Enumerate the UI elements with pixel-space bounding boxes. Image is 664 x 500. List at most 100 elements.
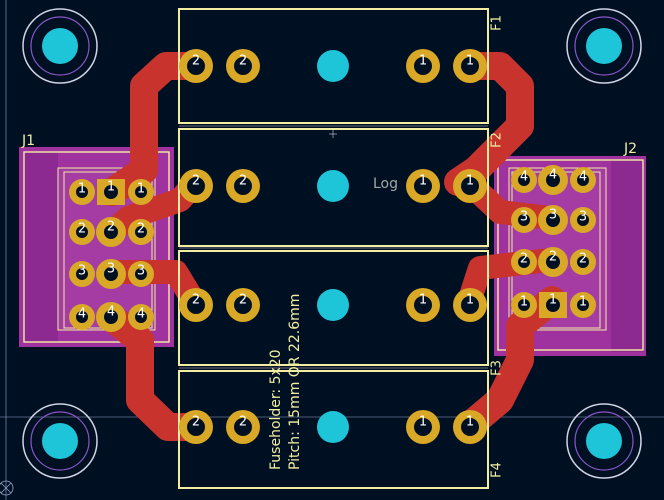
ref-j1: J1 xyxy=(21,133,35,149)
pad: 2 xyxy=(179,410,213,444)
pad: 1 xyxy=(406,410,440,444)
pad: 2 xyxy=(570,249,596,275)
pad: 1 xyxy=(406,288,440,322)
mounting-hole-top-right[interactable] xyxy=(566,8,642,84)
pad: 3 xyxy=(538,205,568,235)
pad: 3 xyxy=(69,261,95,287)
svg-text:2: 2 xyxy=(192,415,200,430)
ref-f2: F2 xyxy=(490,132,505,148)
svg-text:1: 1 xyxy=(466,415,474,430)
ref-j2: J2 xyxy=(623,141,637,157)
pad: 2 xyxy=(226,410,260,444)
pad: 1 xyxy=(453,169,487,203)
svg-text:2: 2 xyxy=(192,174,200,189)
fuse-f1-pads[interactable]: 2 2 1 1 xyxy=(179,49,487,83)
pad: 1 xyxy=(453,410,487,444)
svg-text:3: 3 xyxy=(78,264,86,279)
svg-text:3: 3 xyxy=(107,262,115,277)
svg-text:3: 3 xyxy=(549,208,557,223)
svg-text:1: 1 xyxy=(466,54,474,69)
pad: 1 xyxy=(406,169,440,203)
svg-text:1: 1 xyxy=(419,54,427,69)
fuse-f4-pads[interactable]: 2 2 1 1 xyxy=(179,410,487,444)
mounting-hole-bottom-right[interactable] xyxy=(566,403,642,479)
pad: 2 xyxy=(96,217,126,247)
pad: 4 xyxy=(69,304,95,330)
pad: 4 xyxy=(128,304,154,330)
svg-text:1: 1 xyxy=(549,293,557,308)
pad: 2 xyxy=(128,219,154,245)
origin-marker-icon xyxy=(0,480,14,496)
svg-text:1: 1 xyxy=(78,182,86,197)
svg-text:1: 1 xyxy=(520,295,528,310)
svg-text:3: 3 xyxy=(579,210,587,225)
svg-text:4: 4 xyxy=(137,307,145,322)
pad: 2 xyxy=(69,219,95,245)
svg-text:2: 2 xyxy=(239,174,247,189)
svg-text:3: 3 xyxy=(137,264,145,279)
ref-f1: F1 xyxy=(490,15,505,31)
svg-text:4: 4 xyxy=(520,170,528,185)
svg-text:1: 1 xyxy=(579,295,587,310)
svg-text:2: 2 xyxy=(192,54,200,69)
pad: 2 xyxy=(179,169,213,203)
mounting-hole-top-left[interactable] xyxy=(22,8,98,84)
pad: 3 xyxy=(128,261,154,287)
svg-text:1: 1 xyxy=(107,180,115,195)
ref-f3: F3 xyxy=(490,360,505,376)
svg-text:1: 1 xyxy=(419,293,427,308)
svg-text:1: 1 xyxy=(419,415,427,430)
mounting-hole-bottom-left[interactable] xyxy=(22,403,98,479)
fuse-center-holes xyxy=(317,50,349,443)
svg-text:2: 2 xyxy=(520,252,528,267)
svg-text:2: 2 xyxy=(78,222,86,237)
pad: 1 xyxy=(69,179,95,205)
svg-text:2: 2 xyxy=(239,293,247,308)
connector-j2-pads[interactable]: 4 4 4 3 3 3 2 2 2 1 1 1 xyxy=(511,165,596,318)
connector-j1-pads[interactable]: 1 1 1 2 2 2 3 3 3 4 4 4 xyxy=(69,179,154,332)
logo-text: Log xyxy=(373,176,398,192)
svg-text:2: 2 xyxy=(579,252,587,267)
pad: 3 xyxy=(511,207,537,233)
pad: 4 xyxy=(511,167,537,193)
pad: 2 xyxy=(226,169,260,203)
svg-text:4: 4 xyxy=(78,307,86,322)
svg-text:2: 2 xyxy=(137,222,145,237)
pad: 2 xyxy=(226,288,260,322)
svg-text:4: 4 xyxy=(107,305,115,320)
pad: 1 xyxy=(453,288,487,322)
svg-text:1: 1 xyxy=(419,174,427,189)
svg-text:2: 2 xyxy=(549,250,557,265)
pad: 2 xyxy=(179,49,213,83)
pad: 1 xyxy=(511,292,537,318)
pad: 2 xyxy=(226,49,260,83)
ref-f4: F4 xyxy=(490,462,505,478)
svg-text:2: 2 xyxy=(107,220,115,235)
pad: 4 xyxy=(538,165,568,195)
fuse-f2-pads[interactable]: 2 2 1 1 xyxy=(179,169,487,203)
pad: 4 xyxy=(96,302,126,332)
pad: 4 xyxy=(570,167,596,193)
fab-note-fuseholder: Fuseholder: 5x20 xyxy=(268,349,284,470)
pad: 1 xyxy=(406,49,440,83)
svg-text:4: 4 xyxy=(579,170,587,185)
pad: 1 xyxy=(570,292,596,318)
fab-note-pitch: Pitch: 15mm OR 22.6mm xyxy=(287,294,303,470)
pad: 3 xyxy=(96,259,126,289)
fuse-f3-pads[interactable]: 2 2 1 1 xyxy=(179,288,487,322)
svg-text:2: 2 xyxy=(192,293,200,308)
pad: 1 xyxy=(128,179,154,205)
pad: 2 xyxy=(179,288,213,322)
svg-text:1: 1 xyxy=(466,293,474,308)
pad: 2 xyxy=(511,249,537,275)
pad: 1 xyxy=(539,292,567,318)
pad: 3 xyxy=(570,207,596,233)
svg-text:1: 1 xyxy=(137,182,145,197)
pad: 1 xyxy=(97,179,125,205)
svg-text:2: 2 xyxy=(239,415,247,430)
svg-text:4: 4 xyxy=(549,168,557,183)
pad: 1 xyxy=(453,49,487,83)
svg-text:2: 2 xyxy=(239,54,247,69)
pad: 2 xyxy=(538,247,568,277)
